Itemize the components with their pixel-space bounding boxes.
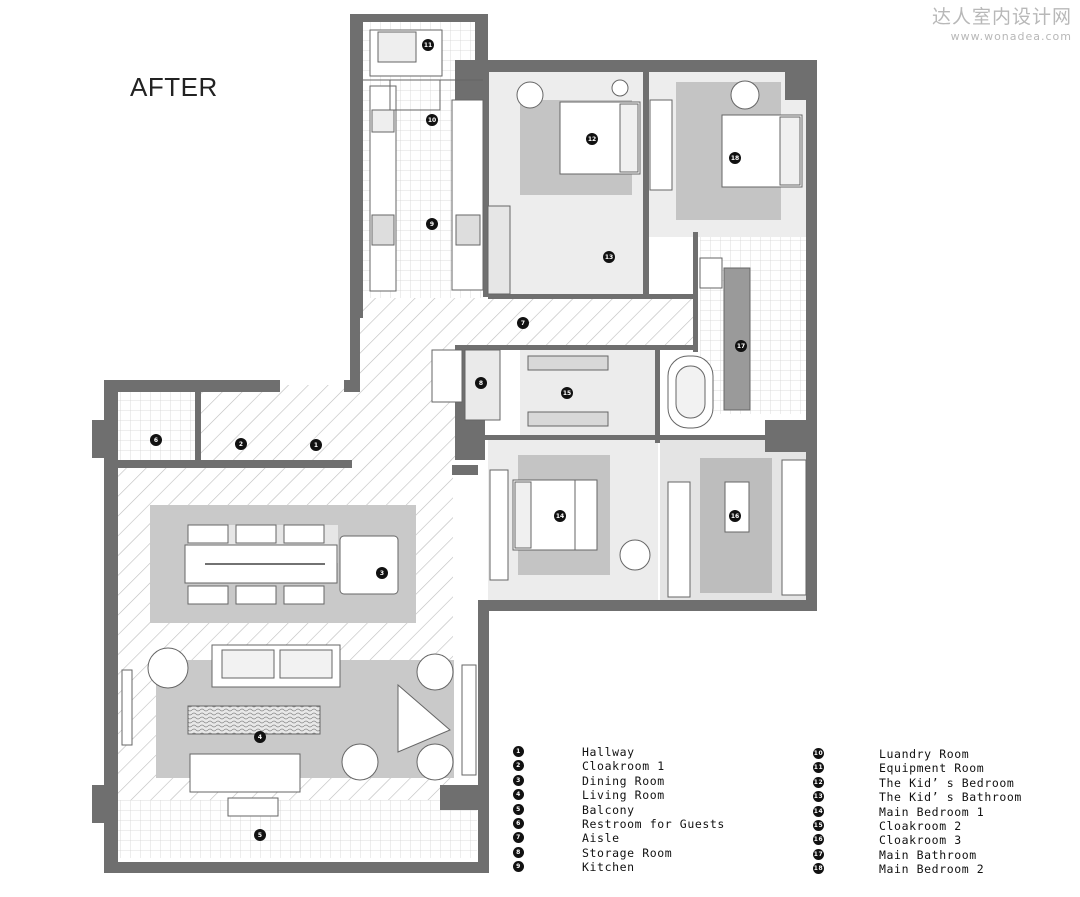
legend-number: 10	[813, 748, 824, 759]
legend-number: 18	[813, 863, 824, 875]
legend-number: 14	[813, 805, 824, 817]
kitchen-fixtures	[363, 29, 484, 292]
room-marker-12: 12	[586, 133, 598, 145]
legend-number: 3	[513, 774, 524, 786]
legend-label: Restroom for Guests	[582, 817, 725, 831]
legend-label: Luandry Room	[879, 747, 970, 761]
watermark: 达人室内设计网 www.wonadea.com	[932, 2, 1072, 43]
room-marker-11: 11	[422, 39, 434, 51]
legend-number: 16	[813, 834, 824, 846]
room-marker-17: 17	[735, 340, 747, 352]
room-marker-label: 4	[258, 734, 262, 741]
bedroom-furniture	[431, 79, 807, 598]
legend-number: 13	[813, 791, 824, 803]
room-marker-label: 16	[731, 513, 739, 520]
legend-label: Aisle	[582, 831, 620, 846]
legend-number: 15	[813, 820, 824, 831]
legend-label: Kitchen	[582, 860, 635, 875]
legend-number: 7	[513, 832, 524, 844]
legend-label: Storage Room	[582, 845, 673, 860]
room-marker-label: 18	[731, 155, 739, 162]
legend-label: Balcony	[582, 802, 635, 817]
legend-label: The Kid’ s Bathroom	[879, 790, 1022, 805]
room-marker-label: 17	[737, 343, 745, 350]
room-marker-4: 4	[254, 731, 266, 743]
legend-label: Main Bedroom 1	[879, 804, 985, 819]
dining-table	[184, 524, 399, 605]
room-marker-label: 5	[258, 832, 262, 839]
legend-number: 6	[513, 818, 524, 829]
room-marker-3: 3	[376, 567, 388, 579]
legend-number: 9	[513, 861, 524, 873]
legend-label: Main Bedroom 2	[879, 862, 985, 877]
legend-label: Cloakroom 2	[879, 819, 962, 833]
room-marker-7: 7	[517, 317, 529, 329]
watermark-url: www.wonadea.com	[950, 30, 1072, 43]
legend-label: Equipment Room	[879, 761, 985, 776]
room-marker-label: 13	[605, 254, 613, 261]
room-marker-9: 9	[426, 218, 438, 230]
room-marker-8: 8	[475, 377, 487, 389]
legend-label: Cloakroom 3	[879, 833, 962, 848]
legend-number: 5	[513, 803, 524, 815]
room-marker-2: 2	[235, 438, 247, 450]
legend-number: 1	[513, 746, 524, 757]
watermark-text: 达人室内设计网	[931, 6, 1072, 28]
room-marker-label: 8	[479, 380, 483, 387]
legend-label: Dining Room	[582, 773, 665, 788]
room-marker-14: 14	[554, 510, 566, 522]
legend-number: 17	[813, 848, 824, 860]
room-marker-label: 1	[314, 442, 318, 449]
legend-number: 2	[513, 760, 524, 772]
plan-title: AFTER	[130, 72, 218, 102]
room-marker-13: 13	[603, 251, 615, 263]
living-furniture	[121, 644, 477, 817]
room-marker-label: 3	[380, 570, 384, 577]
room-marker-label: 7	[521, 320, 525, 327]
room-marker-1: 1	[310, 439, 322, 451]
room-marker-15: 15	[561, 387, 573, 399]
legend-number: 8	[513, 846, 524, 858]
room-marker-label: 2	[239, 441, 243, 448]
room-marker-label: 9	[430, 221, 434, 228]
room-marker-label: 14	[556, 513, 564, 520]
legend-label: Hallway	[582, 745, 635, 759]
room-marker-label: 10	[428, 117, 436, 124]
room-marker-10: 10	[426, 114, 438, 126]
legend-label: Main Bathroom	[879, 847, 977, 862]
room-marker-18: 18	[729, 152, 741, 164]
legend-label: The Kid’ s Bedroom	[879, 775, 1015, 790]
room-marker-label: 6	[154, 437, 158, 444]
legend-number: 12	[813, 776, 824, 788]
room-marker-16: 16	[729, 510, 741, 522]
legend-label: Cloakroom 1	[582, 759, 665, 774]
room-marker-label: 12	[588, 136, 596, 143]
room-marker-5: 5	[254, 829, 266, 841]
room-marker-6: 6	[150, 434, 162, 446]
room-marker-label: 11	[424, 42, 432, 49]
room-marker-label: 15	[563, 390, 571, 397]
legend-number: 4	[513, 789, 524, 801]
legend-label: Living Room	[582, 788, 665, 803]
legend-number: 11	[813, 762, 824, 774]
